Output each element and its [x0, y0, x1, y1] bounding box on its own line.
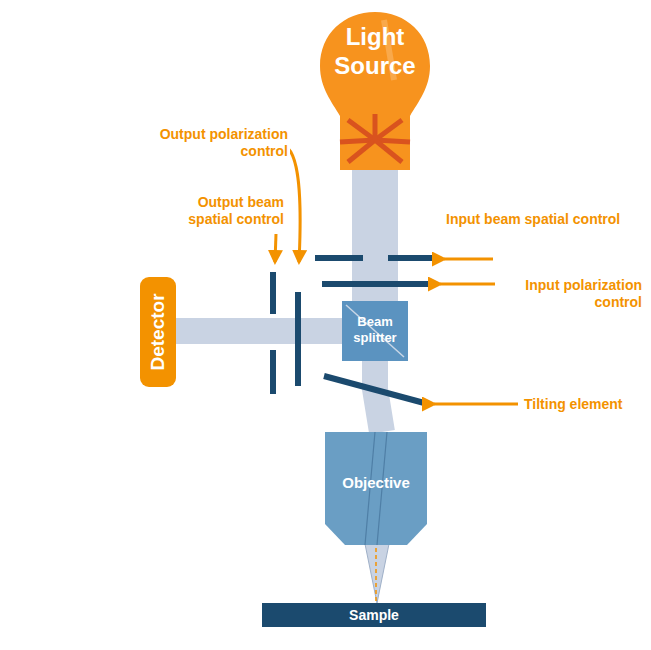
- callout-label: Input polarization control: [498, 277, 644, 311]
- light-beam: [176, 318, 342, 344]
- leader-arrow: [444, 258, 493, 261]
- callout-label: Input beam spatial control: [444, 211, 648, 228]
- bulb-outline: [320, 12, 430, 170]
- aperture-plate: [315, 255, 363, 261]
- node-text: Detector: [147, 293, 169, 370]
- filament-ray: [375, 120, 402, 140]
- filament-ray: [375, 140, 402, 162]
- detector-box: Detector: [140, 277, 176, 387]
- leader-arrow: [275, 234, 276, 262]
- aperture-plate: [388, 255, 436, 261]
- objective-lens: Objective: [325, 432, 427, 545]
- light-beam: [365, 544, 389, 603]
- node-text: Sample: [262, 603, 486, 627]
- node-text: Beam splitter: [342, 301, 408, 346]
- callout-label: Output polarization control: [136, 126, 290, 160]
- normal-line: [375, 548, 377, 602]
- beam-splitter: Beam splitter: [342, 301, 408, 361]
- tilting-plate: [324, 376, 428, 404]
- filament-ray: [373, 114, 378, 140]
- leader-arrow: [434, 403, 518, 406]
- node-text: Objective: [325, 432, 427, 491]
- aperture-plate: [270, 350, 276, 394]
- polarizer-plate: [322, 281, 430, 287]
- filament-ray: [348, 140, 375, 162]
- aperture-plate: [270, 272, 276, 314]
- leader-arrow: [440, 283, 495, 286]
- objective-body: [325, 432, 427, 545]
- sample-stage: Sample: [262, 603, 486, 627]
- polarizer-plate: [295, 292, 301, 386]
- filament-ray: [348, 120, 375, 140]
- node-text: Light Source: [322, 22, 428, 80]
- callout-label: Tilting element: [522, 396, 646, 413]
- light-source: Light Source: [318, 10, 432, 174]
- light-beam: [375, 361, 382, 432]
- callout-label: Output beam spatial control: [178, 194, 286, 228]
